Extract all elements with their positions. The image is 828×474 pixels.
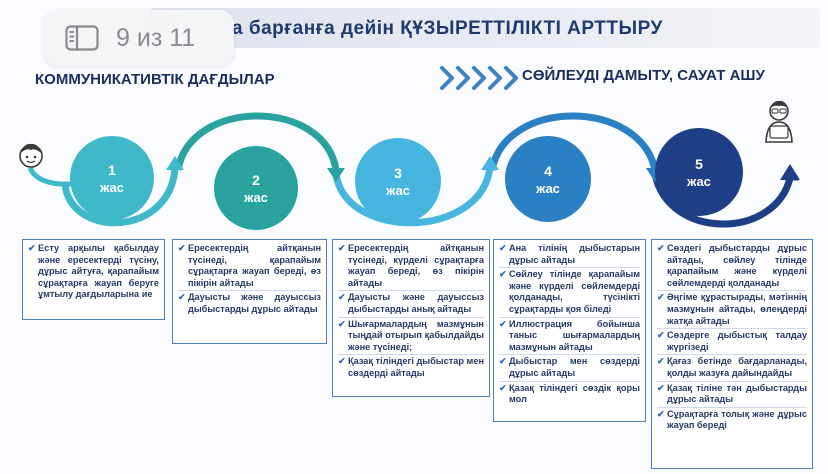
check-icon: ✔ bbox=[338, 318, 346, 329]
stage-number: 1 bbox=[108, 161, 116, 178]
arrow-head-2 bbox=[327, 168, 345, 182]
skill-item: Қағаз бетінде бағдарланады, қолды жазуға… bbox=[667, 356, 807, 378]
stage-number: 3 bbox=[394, 164, 402, 181]
flow-arc-4 bbox=[488, 112, 659, 171]
stage-unit: жас bbox=[687, 173, 711, 189]
subtitle-speech-development: СӨЙЛЕУДІ ДАМЫТУ, САУАТ АШУ bbox=[522, 67, 765, 84]
skill-item: Сөздерге дыбыстық талдау жүргізеді bbox=[667, 330, 807, 352]
skills-box-age-1: ✔Есту арқылы қабылдау және ересектерді т… bbox=[22, 239, 165, 320]
skill-item: Сөйлеу тілінде қарапайым және күрделі сө… bbox=[509, 269, 640, 314]
student-icon bbox=[765, 100, 793, 143]
skill-item: Ересектердің айтқанын түсінеді, күрделі … bbox=[348, 243, 484, 288]
skills-box-age-3: ✔Ересектердің айтқанын түсінеді, күрделі… bbox=[332, 239, 490, 397]
arrow-head-1 bbox=[166, 156, 184, 170]
stages-flow-diagram bbox=[27, 112, 800, 228]
stage-circle-2: 2 жас bbox=[214, 146, 298, 230]
skill-item: Ана тілінің дыбыстарын дұрыс айтады bbox=[509, 243, 640, 265]
check-icon: ✔ bbox=[657, 356, 665, 367]
subtitle-communication-skills: КОММУНИКАТИВТІК ДАҒДЫЛАР bbox=[35, 71, 275, 88]
check-icon: ✔ bbox=[338, 243, 346, 253]
check-icon: ✔ bbox=[28, 243, 36, 253]
flow-arc-3 bbox=[332, 167, 494, 227]
check-icon: ✔ bbox=[657, 382, 665, 393]
flow-start-line bbox=[27, 166, 80, 187]
check-icon: ✔ bbox=[178, 292, 186, 303]
page-indicator[interactable]: 9 из 11 bbox=[44, 10, 234, 66]
stage-circle-4: 4 жас bbox=[505, 136, 591, 222]
check-icon: ✔ bbox=[338, 356, 346, 367]
skill-item: Есту арқылы қабылдау және ересектерді тү… bbox=[38, 243, 159, 300]
skill-item: Дауысты және дауыссыз дыбыстарды дұрыс а… bbox=[188, 292, 321, 314]
arrow-head-3 bbox=[481, 156, 499, 170]
flow-arc-2 bbox=[174, 112, 340, 171]
page-counter: 9 из 11 bbox=[116, 23, 196, 52]
skill-item: Иллюстрация бойынша таныс шығармалардың … bbox=[509, 318, 640, 352]
skill-item: Дыбыстар мен сөздерді дұрыс айтады bbox=[509, 356, 640, 378]
stage-circle-3: 3 жас bbox=[355, 138, 441, 224]
skills-box-age-2: ✔Ересектердің айтқанын түсінеді, қарапай… bbox=[172, 239, 327, 344]
flow-arc-1 bbox=[61, 167, 179, 227]
check-icon: ✔ bbox=[499, 382, 507, 393]
skills-box-age-5: ✔Сөздегі дыбыстарды дұрыс айтады, сөйлеу… bbox=[651, 239, 813, 469]
skills-box-age-4: ✔Ана тілінің дыбыстарын дұрыс айтады ✔Сө… bbox=[493, 239, 646, 422]
skill-item: Сөздегі дыбыстарды дұрыс айтады, сөйлеу … bbox=[667, 243, 807, 288]
check-icon: ✔ bbox=[657, 408, 665, 419]
check-icon: ✔ bbox=[499, 269, 507, 280]
stage-number: 4 bbox=[544, 162, 552, 179]
stage-unit: жас bbox=[244, 189, 268, 205]
check-icon: ✔ bbox=[657, 292, 665, 303]
child-face-icon bbox=[19, 143, 43, 168]
skill-item: Дауысты және дауыссыз дыбыстарды анық ай… bbox=[348, 292, 484, 314]
check-icon: ✔ bbox=[178, 243, 186, 253]
skill-item: Шығармалардың мазмұнын тыңдай отырып қаб… bbox=[348, 318, 484, 352]
sidebar-icon[interactable] bbox=[65, 25, 99, 51]
check-icon: ✔ bbox=[499, 356, 507, 367]
skill-item: Қазақ тіліндегі сөздік қоры мол bbox=[509, 382, 640, 405]
stage-unit: жас bbox=[386, 182, 410, 198]
stage-number: 2 bbox=[252, 171, 260, 188]
stage-circle-5: 5 жас bbox=[655, 128, 743, 216]
check-icon: ✔ bbox=[657, 330, 665, 341]
stage-unit: жас bbox=[536, 180, 560, 196]
skill-item: Сұрақтарға толық және дұрыс жауап береді bbox=[667, 408, 807, 431]
chevrons-arrow-icon bbox=[440, 66, 518, 90]
check-icon: ✔ bbox=[499, 243, 507, 253]
check-icon: ✔ bbox=[657, 243, 665, 253]
stage-number: 5 bbox=[695, 155, 703, 172]
check-icon: ✔ bbox=[499, 318, 507, 329]
skill-item: Ересектердің айтқанын түсінеді, қарапайы… bbox=[188, 243, 321, 288]
skill-item: Қазақ тіліндегі дыбыстар мен сөздерді ай… bbox=[348, 356, 484, 378]
check-icon: ✔ bbox=[338, 292, 346, 303]
stage-unit: жас bbox=[100, 179, 124, 195]
stage-circle-1: 1 жас bbox=[70, 136, 154, 220]
title-bar bbox=[150, 8, 820, 48]
skill-item: Қазақ тіліне тән дыбыстарды дұрыс айтады bbox=[667, 382, 807, 405]
slide-title: а барғанға дейін ҚҰЗЫРЕТТІЛІКТІ АРТТЫРУ bbox=[232, 18, 663, 39]
skill-item: Әңгіме құрастырады, мәтіннің мазмұнын ай… bbox=[667, 292, 807, 326]
